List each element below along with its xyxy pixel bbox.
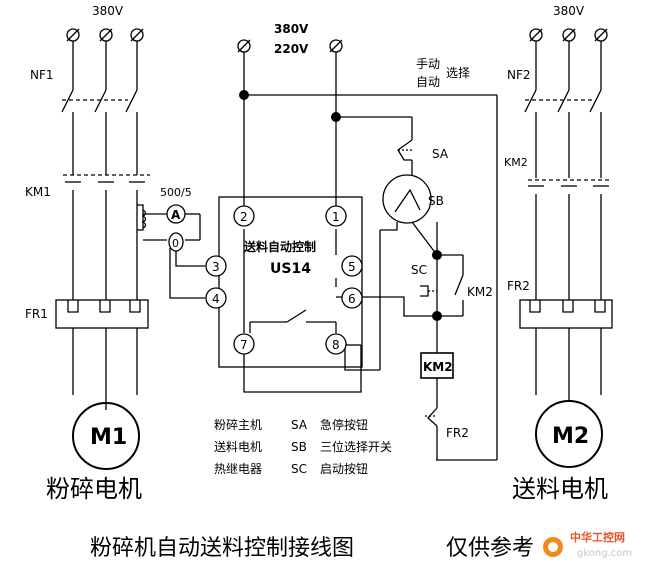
current-transformer bbox=[137, 204, 201, 241]
svg-text:SB: SB bbox=[291, 440, 307, 454]
motor-m2-name: 送料电机 bbox=[512, 475, 608, 503]
svg-text:急停按钮: 急停按钮 bbox=[320, 417, 368, 432]
svg-text:热继电器: 热继电器 bbox=[214, 462, 262, 476]
sa-label: SA bbox=[432, 147, 449, 161]
svg-text:SA: SA bbox=[291, 418, 308, 432]
km2-contact-label: KM2 bbox=[467, 285, 493, 299]
km1-contacts bbox=[63, 118, 150, 300]
fr1-relay bbox=[55, 299, 149, 410]
km1-label: KM1 bbox=[25, 185, 51, 199]
watermark-logo: 中华工控网 gkong.com bbox=[543, 530, 632, 559]
svg-text:粉碎主机: 粉碎主机 bbox=[214, 417, 262, 432]
select-label: 选择 bbox=[446, 66, 470, 80]
right-supply-voltage: 380V bbox=[553, 4, 585, 18]
us14-controller-box bbox=[218, 196, 363, 368]
svg-text:三位选择开关: 三位选择开关 bbox=[320, 439, 392, 454]
right-supply-terminals bbox=[529, 28, 608, 42]
svg-text:4: 4 bbox=[212, 292, 220, 306]
controller-model: US14 bbox=[270, 261, 311, 277]
motor-m1-name: 粉碎电机 bbox=[46, 475, 142, 503]
fr2-nc-contact-symbol bbox=[425, 407, 438, 460]
fr2-contact-label: FR2 bbox=[446, 426, 469, 440]
diagram-caption: 粉碎机自动送料控制接线图 bbox=[90, 536, 354, 561]
svg-text:SC: SC bbox=[291, 462, 307, 476]
motor-m2-label: M2 bbox=[552, 424, 589, 449]
svg-text:启动按钮: 启动按钮 bbox=[320, 461, 368, 476]
sa-emergency-stop-symbol bbox=[397, 139, 413, 176]
nf2-breaker bbox=[524, 89, 602, 118]
motor-m1-icon bbox=[72, 402, 140, 470]
auto-label: 自动 bbox=[416, 75, 440, 89]
km2-coil-label: KM2 bbox=[423, 360, 453, 374]
center-voltage-380: 380V bbox=[274, 22, 309, 36]
legend: 粉碎主机 SA 急停按钮 送料电机 SB 三位选择开关 热继电器 SC 启动按钮 bbox=[214, 417, 392, 476]
sc-label: SC bbox=[411, 263, 427, 277]
km2-contacts bbox=[528, 118, 610, 300]
watermark-brand: 中华工控网 bbox=[570, 530, 625, 544]
junction-dots bbox=[239, 90, 442, 321]
svg-text:0: 0 bbox=[172, 237, 179, 250]
right-power-circuit bbox=[519, 28, 613, 468]
sb-label: SB bbox=[428, 194, 444, 208]
km2-label: KM2 bbox=[504, 156, 528, 169]
motor-m1-label: M1 bbox=[90, 425, 127, 450]
ammeter-icon bbox=[166, 204, 186, 224]
controller-title: 送料自动控制 bbox=[243, 239, 316, 254]
km2-hold-contact-symbol bbox=[454, 255, 464, 316]
left-supply-voltage: 380V bbox=[92, 4, 124, 18]
motor-m2-icon bbox=[535, 400, 603, 468]
caption-note: 仅供参考 bbox=[446, 536, 534, 561]
controller-terminals bbox=[205, 205, 363, 355]
svg-text:7: 7 bbox=[240, 338, 248, 352]
svg-text:2: 2 bbox=[240, 210, 248, 224]
nf2-label: NF2 bbox=[507, 68, 531, 82]
watermark-url: gkong.com bbox=[577, 548, 632, 559]
left-power-circuit bbox=[55, 28, 205, 470]
fr1-label: FR1 bbox=[25, 307, 48, 321]
svg-text:5: 5 bbox=[348, 260, 356, 274]
fr2-relay bbox=[519, 299, 613, 402]
svg-text:1: 1 bbox=[332, 210, 340, 224]
nf1-breaker bbox=[61, 89, 138, 118]
center-voltage-220: 220V bbox=[274, 42, 309, 56]
nf1-label: NF1 bbox=[30, 68, 54, 82]
terminal-numbers: 2 1 3 4 5 6 7 8 0 bbox=[172, 210, 356, 352]
control-circuit bbox=[218, 39, 498, 461]
svg-text:8: 8 bbox=[332, 338, 340, 352]
svg-text:送料电机: 送料电机 bbox=[214, 439, 262, 454]
manual-label: 手动 bbox=[416, 57, 440, 71]
ammeter-label: A bbox=[171, 208, 181, 222]
sb-selector-icon bbox=[382, 174, 432, 224]
left-supply-terminals bbox=[66, 28, 144, 42]
ct-ratio-label: 500/5 bbox=[160, 186, 192, 199]
fr2-label: FR2 bbox=[507, 279, 530, 293]
svg-text:6: 6 bbox=[348, 292, 356, 306]
svg-text:3: 3 bbox=[212, 260, 220, 274]
